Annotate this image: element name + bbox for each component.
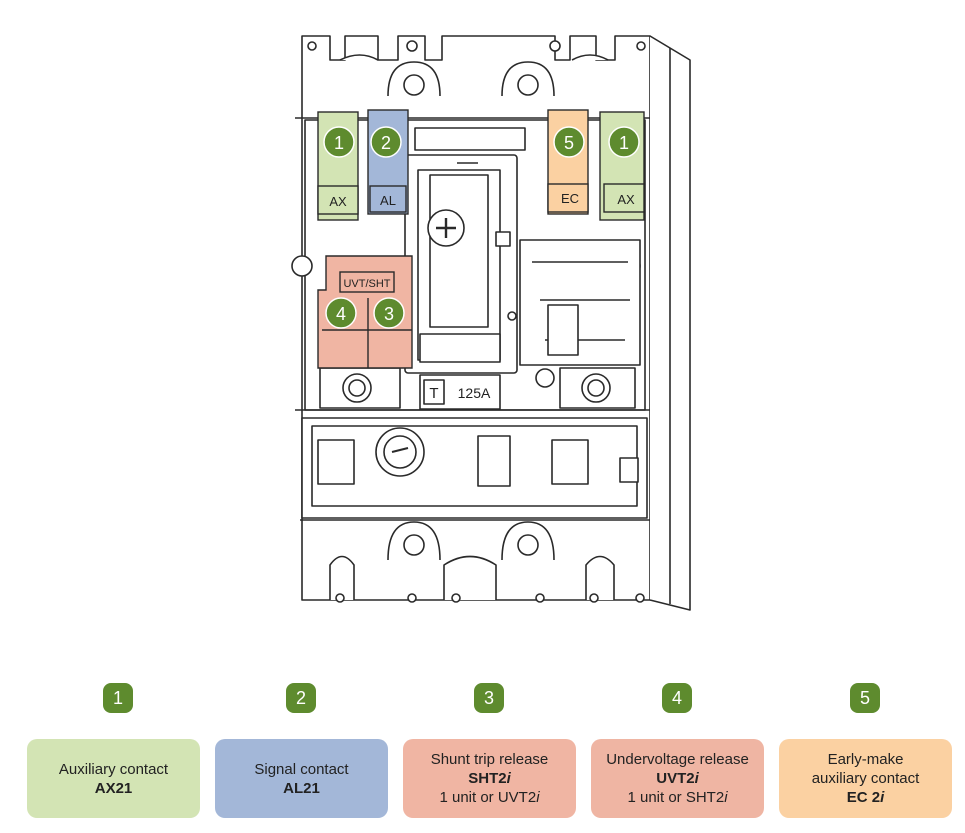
legend-5-code: EC 2i [846, 789, 885, 806]
badge-ax-left-num: 1 [334, 133, 344, 153]
legend-badge-2: 2 [286, 683, 316, 713]
legend-4-title: Undervoltage release [606, 751, 749, 768]
legend-badge-3-num: 3 [483, 687, 494, 708]
legend-1-code: AX21 [94, 779, 133, 797]
legend-box-undervoltage: Undervoltage release UVT2i 1 unit or SHT… [591, 739, 764, 818]
legend-3-title: Shunt trip release [430, 751, 549, 768]
legend-badge-1-num: 1 [112, 687, 123, 708]
badge-sht-num: 3 [384, 304, 394, 324]
legend-3-note: 1 unit or UVT2i [439, 789, 540, 806]
label-uvt-sht: UVT/SHT [343, 278, 390, 290]
legend-badge-4: 4 [662, 683, 692, 713]
legend-5-title-2: auxiliary contact [811, 770, 920, 787]
legend-2-code: AL21 [283, 779, 320, 797]
legend-badge-1: 1 [103, 683, 133, 713]
label-ax-left: AX [329, 194, 347, 209]
legend-badge-3: 3 [474, 683, 504, 713]
legend-badge-2-num: 2 [295, 687, 306, 708]
label-al: AL [380, 193, 396, 208]
badge-ax-right [608, 126, 640, 158]
legend-2-title: Signal contact [254, 760, 349, 778]
badge-ec-num: 5 [564, 133, 574, 153]
badge-ec [553, 126, 585, 158]
breaker-diagram: AX AL EC AX UVT/SHT T 125A 1 2 5 1 4 3 [291, 35, 691, 611]
legend-5-title: Early-make [827, 751, 904, 768]
legend-badge-5: 5 [850, 683, 880, 713]
badge-al-num: 2 [381, 133, 391, 153]
label-ax-right: AX [617, 192, 635, 207]
label-ec: EC [561, 191, 579, 206]
legend-badge-4-num: 4 [671, 687, 682, 708]
badge-al [370, 126, 402, 158]
badge-ax-left [323, 126, 355, 158]
legend-box-signal-contact: Signal contact AL21 [215, 739, 388, 818]
toggle-handle [429, 174, 489, 328]
legend-box-early-make: Early-make auxiliary contact EC 2i [779, 739, 952, 818]
legend-4-note: 1 unit or SHT2i [627, 789, 728, 806]
legend-box-auxiliary-contact: Auxiliary contact AX21 [27, 739, 200, 818]
badge-uvt [325, 297, 357, 329]
legend-box-shunt-trip: Shunt trip release SHT2i 1 unit or UVT2i [403, 739, 576, 818]
label-rating: 125A [458, 385, 491, 401]
badge-ax-right-num: 1 [619, 133, 629, 153]
badge-sht [373, 297, 405, 329]
legend-3-code: SHT2i [468, 770, 511, 787]
legend-4-code: UVT2i [656, 770, 699, 787]
label-t: T [429, 385, 438, 402]
legend-badge-5-num: 5 [859, 687, 870, 708]
badge-uvt-num: 4 [336, 304, 346, 324]
legend-1-title: Auxiliary contact [58, 760, 169, 778]
